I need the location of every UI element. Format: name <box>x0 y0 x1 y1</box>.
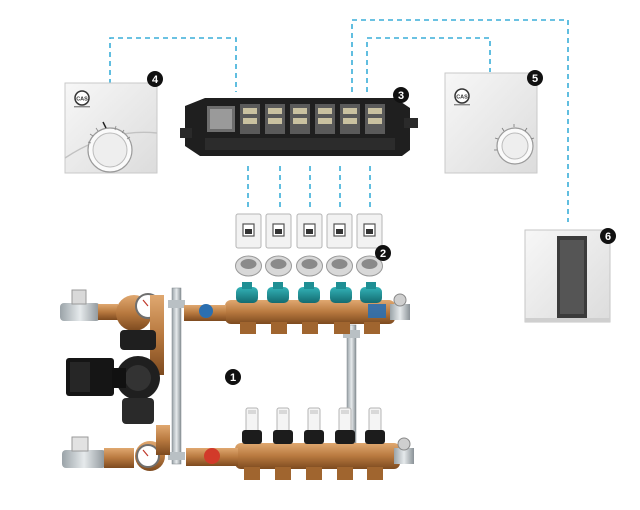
wireless-unit <box>524 229 611 323</box>
actuator-head-1 <box>235 213 262 249</box>
supply-outlets <box>240 322 380 334</box>
actuator-head-4 <box>326 213 353 249</box>
badge-thermostat-right: 5 <box>527 70 543 86</box>
terminal-block-2 <box>265 104 285 134</box>
bracket-left <box>171 287 182 465</box>
valve-adapter-1 <box>235 255 262 277</box>
thermostat-right: CAS <box>444 72 538 174</box>
supply-outlet-1 <box>240 322 256 334</box>
connection-lines <box>109 19 569 222</box>
terminal-block-3 <box>290 104 310 134</box>
actuator-head-2 <box>265 213 292 249</box>
teal-valve-cap-3 <box>298 282 320 303</box>
svg-text:2: 2 <box>380 248 386 260</box>
blue-tag <box>368 304 386 318</box>
svg-text:5: 5 <box>532 73 538 85</box>
supply-valve-caps <box>236 282 382 303</box>
flow-meters <box>242 407 385 444</box>
red-valve-handle <box>204 448 220 464</box>
supply-outlet-2 <box>271 322 287 334</box>
line-thermostat-left-to-controller <box>109 37 237 92</box>
cas-logo-text-right: CAS <box>456 95 468 101</box>
actuator-head-5 <box>356 213 383 249</box>
valve-adapter-3 <box>296 255 323 277</box>
blue-valve-handle <box>199 304 213 318</box>
flow-meter-3 <box>304 407 324 444</box>
return-outlet-2 <box>275 467 291 480</box>
badge-manifold: 1 <box>225 369 241 385</box>
badge-thermostat-left: 4 <box>147 71 163 87</box>
valve-adapter-4 <box>326 255 353 277</box>
cas-logo-left: CAS <box>74 90 90 108</box>
return-outlet-1 <box>244 467 260 480</box>
flow-meter-2 <box>273 407 293 444</box>
cas-logo-right: CAS <box>454 88 470 106</box>
bottom-inlet-fitting <box>62 450 106 468</box>
badge-wireless-unit: 6 <box>600 228 616 244</box>
teal-valve-cap-4 <box>330 282 352 303</box>
line-thermostat-right-outer <box>351 19 569 222</box>
valve-adapters <box>235 255 383 277</box>
cas-logo-text-left: CAS <box>76 97 88 103</box>
dial-ticks <box>87 125 131 144</box>
actuator-heads <box>235 213 383 249</box>
return-outlets <box>244 467 383 480</box>
valve-adapter-2 <box>265 255 292 277</box>
supply-outlet-3 <box>302 322 318 334</box>
teal-valve-cap-2 <box>267 282 289 303</box>
manifold-assembly <box>60 282 414 480</box>
return-outlet-3 <box>306 467 322 480</box>
badge-actuators: 2 <box>375 245 391 261</box>
actuator-head-3 <box>296 213 323 249</box>
terminal-block-6 <box>365 104 385 134</box>
supply-outlet-4 <box>334 322 350 334</box>
flow-meter-5 <box>365 407 385 444</box>
svg-text:1: 1 <box>230 372 236 384</box>
flow-meter-1 <box>242 407 262 444</box>
svg-text:3: 3 <box>398 90 404 102</box>
teal-valve-cap-1 <box>236 282 258 303</box>
terminal-block-5 <box>340 104 360 134</box>
return-outlet-4 <box>337 467 353 480</box>
wiring-controller <box>180 98 418 156</box>
terminal-block-4 <box>315 104 335 134</box>
flow-meter-4 <box>335 407 355 444</box>
svg-text:4: 4 <box>152 74 159 86</box>
circulation-pump <box>66 330 160 424</box>
supply-outlet-5 <box>364 322 380 334</box>
teal-valve-cap-5 <box>360 282 382 303</box>
terminal-blocks <box>240 104 385 134</box>
terminal-block-1 <box>240 104 260 134</box>
valve-adapter-5 <box>356 255 383 277</box>
top-inlet-fitting <box>60 303 100 321</box>
return-bar <box>235 443 400 469</box>
svg-text:6: 6 <box>605 231 611 243</box>
return-outlet-5 <box>367 467 383 480</box>
badge-controller: 3 <box>393 87 409 103</box>
line-thermostat-right-inner <box>366 37 491 92</box>
supply-bar <box>225 300 395 324</box>
thermostat-left: CAS <box>64 82 158 174</box>
